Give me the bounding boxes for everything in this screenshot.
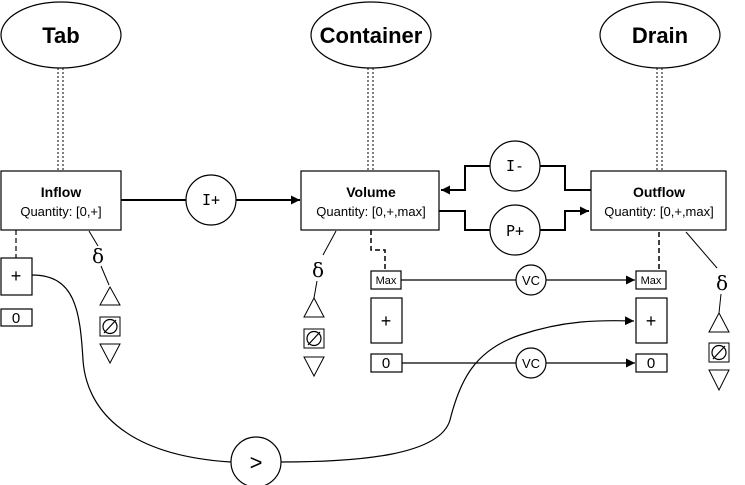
outflow-value-zero[interactable]: 0: [635, 353, 668, 373]
relation-p-plus-label: P+: [506, 222, 524, 240]
quantity-outflow-name: Outflow: [633, 184, 685, 200]
outflow-value-plus-label: +: [646, 311, 657, 331]
outflow-derivative-up-icon[interactable]: [708, 311, 730, 333]
quantity-outflow[interactable]: Outflow Quantity: [0,+,max]: [590, 170, 727, 231]
vc-zero-label: VC: [522, 356, 540, 371]
inflow-derivative-down-icon[interactable]: [99, 343, 121, 365]
quantity-volume[interactable]: Volume Quantity: [0,+,max]: [300, 170, 440, 231]
quantity-inflow-name: Inflow: [41, 184, 82, 200]
volume-value-max-label: Max: [376, 275, 397, 287]
entity-tab-label: Tab: [42, 23, 79, 48]
inflow-quantity-space: + 0: [0, 230, 33, 327]
outflow-derivative-down-icon[interactable]: [708, 369, 730, 392]
inflow-delta-label: δ: [92, 244, 104, 268]
outflow-value-zero-label: 0: [647, 355, 655, 372]
quantity-volume-name: Volume: [346, 184, 396, 200]
inflow-derivative-up-icon[interactable]: [99, 285, 121, 306]
outflow-value-plus[interactable]: +: [635, 297, 668, 344]
outflow-derivative: δ: [685, 231, 730, 392]
volume-value-max[interactable]: Max: [370, 270, 402, 290]
inequality-relation[interactable]: >: [31, 274, 635, 485]
volume-value-zero[interactable]: 0: [370, 353, 403, 373]
volume-derivative-down-icon[interactable]: [303, 356, 325, 378]
outflow-quantity-space: Max + 0: [635, 232, 668, 373]
inflow-value-plus-label: +: [11, 266, 22, 286]
relation-i-plus[interactable]: I+: [121, 174, 300, 226]
inflow-derivative: δ: [88, 230, 121, 365]
quantity-volume-space: Quantity: [0,+,max]: [316, 204, 425, 219]
vc-zero-correspondence[interactable]: VC: [402, 347, 635, 379]
relation-i-minus[interactable]: I-: [441, 140, 591, 195]
entity-container-label: Container: [320, 23, 423, 48]
quantity-inflow[interactable]: Inflow Quantity: [0,+]: [0, 170, 122, 231]
outflow-delta-label: δ: [716, 271, 728, 295]
relation-i-plus-label: I+: [202, 191, 220, 209]
relation-p-plus[interactable]: P+: [439, 204, 589, 256]
inflow-value-zero-label: 0: [12, 310, 20, 327]
entity-drain[interactable]: Drain: [599, 1, 721, 69]
volume-delta-label: δ: [312, 258, 324, 282]
entity-tab[interactable]: Tab: [0, 1, 122, 69]
volume-quantity-space: Max + 0: [370, 230, 403, 373]
inflow-value-plus[interactable]: +: [0, 257, 33, 296]
volume-value-plus[interactable]: +: [370, 297, 403, 344]
inequality-label: >: [250, 450, 263, 475]
relation-i-minus-label: I-: [506, 157, 524, 175]
volume-derivative: δ: [303, 230, 337, 378]
inflow-value-zero[interactable]: 0: [0, 308, 33, 327]
outflow-value-max-label: Max: [641, 275, 662, 287]
entity-drain-label: Drain: [632, 23, 688, 48]
volume-value-zero-label: 0: [382, 355, 390, 372]
volume-derivative-up-icon[interactable]: [303, 296, 325, 318]
quantity-outflow-space: Quantity: [0,+,max]: [604, 204, 713, 219]
volume-value-plus-label: +: [381, 311, 392, 331]
vc-max-label: VC: [522, 273, 540, 288]
entity-quantity-links: [57, 68, 663, 171]
entity-container[interactable]: Container: [310, 1, 432, 69]
vc-max-correspondence[interactable]: VC: [401, 264, 635, 296]
quantity-inflow-space: Quantity: [0,+]: [20, 204, 101, 219]
outflow-value-max[interactable]: Max: [635, 270, 667, 290]
